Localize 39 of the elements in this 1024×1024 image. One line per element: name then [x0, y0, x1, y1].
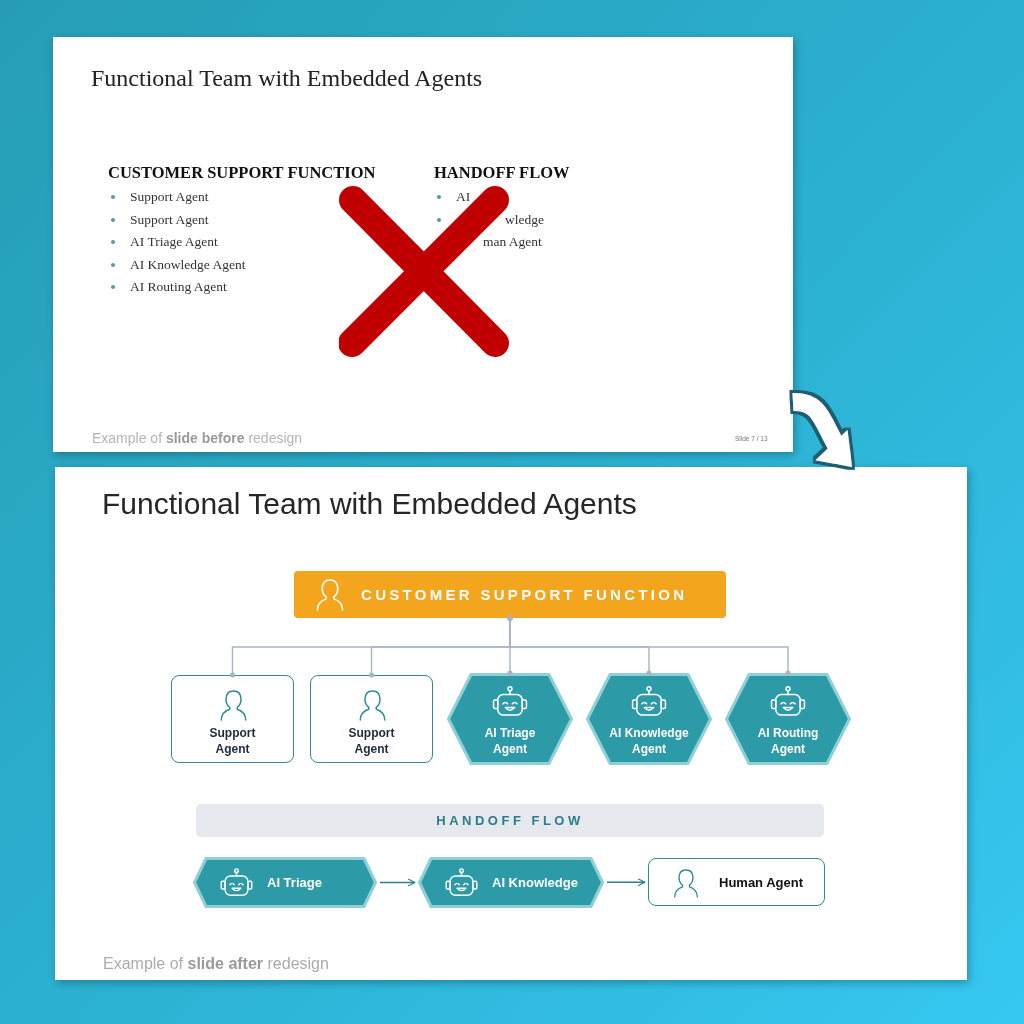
agent-card [171, 675, 294, 763]
list-item: Support Agent [130, 212, 209, 229]
flow-heading: HANDOFF FLOW [436, 812, 584, 830]
agent-label: Support Agent [208, 725, 257, 757]
list-item: AI [456, 189, 471, 206]
list-item: Support Agent [130, 189, 209, 206]
agent-card [310, 675, 433, 763]
agent-label: Human Agent [719, 874, 804, 892]
list-item: wledge [505, 212, 544, 229]
agent-label: AI Triage [267, 874, 322, 892]
agent-label: Support Agent [347, 725, 396, 757]
slide-panel [53, 37, 793, 452]
list-item: AI Knowledge Agent [130, 257, 246, 274]
section-heading: CUSTOMER SUPPORT FUNCTION [108, 163, 376, 183]
agent-label: AI Routing Agent [756, 725, 820, 757]
slide-caption: Example of slide after redesign [103, 954, 329, 974]
slide-title: Functional Team with Embedded Agents [102, 486, 637, 522]
list-item: man Agent [483, 234, 542, 251]
arrow [606, 878, 646, 886]
agent-label: AI Knowledge [492, 874, 578, 892]
agent-card [648, 858, 825, 906]
agent-hexagon [725, 673, 851, 765]
function-title: CUSTOMER SUPPORT FUNCTION [361, 585, 688, 605]
list-item: AI Triage Agent [130, 234, 218, 251]
list-item: AI Routing Agent [130, 279, 227, 296]
slide-panel [55, 467, 967, 980]
agent-label: AI Knowledge Agent [608, 725, 690, 757]
agent-hexagon [418, 857, 604, 908]
slide-caption: Example of slide before redesign [92, 430, 303, 447]
agent-hexagon [447, 673, 573, 765]
section-band [196, 804, 824, 837]
section-heading: HANDOFF FLOW [434, 163, 570, 183]
connector-line [507, 615, 791, 676]
agent-label: AI Triage Agent [483, 725, 537, 757]
agent-hexagon [193, 857, 377, 908]
header-bar [294, 571, 726, 618]
slide-title: Functional Team with Embedded Agents [91, 64, 483, 93]
arrow [379, 878, 416, 887]
agent-hexagon [586, 673, 712, 765]
